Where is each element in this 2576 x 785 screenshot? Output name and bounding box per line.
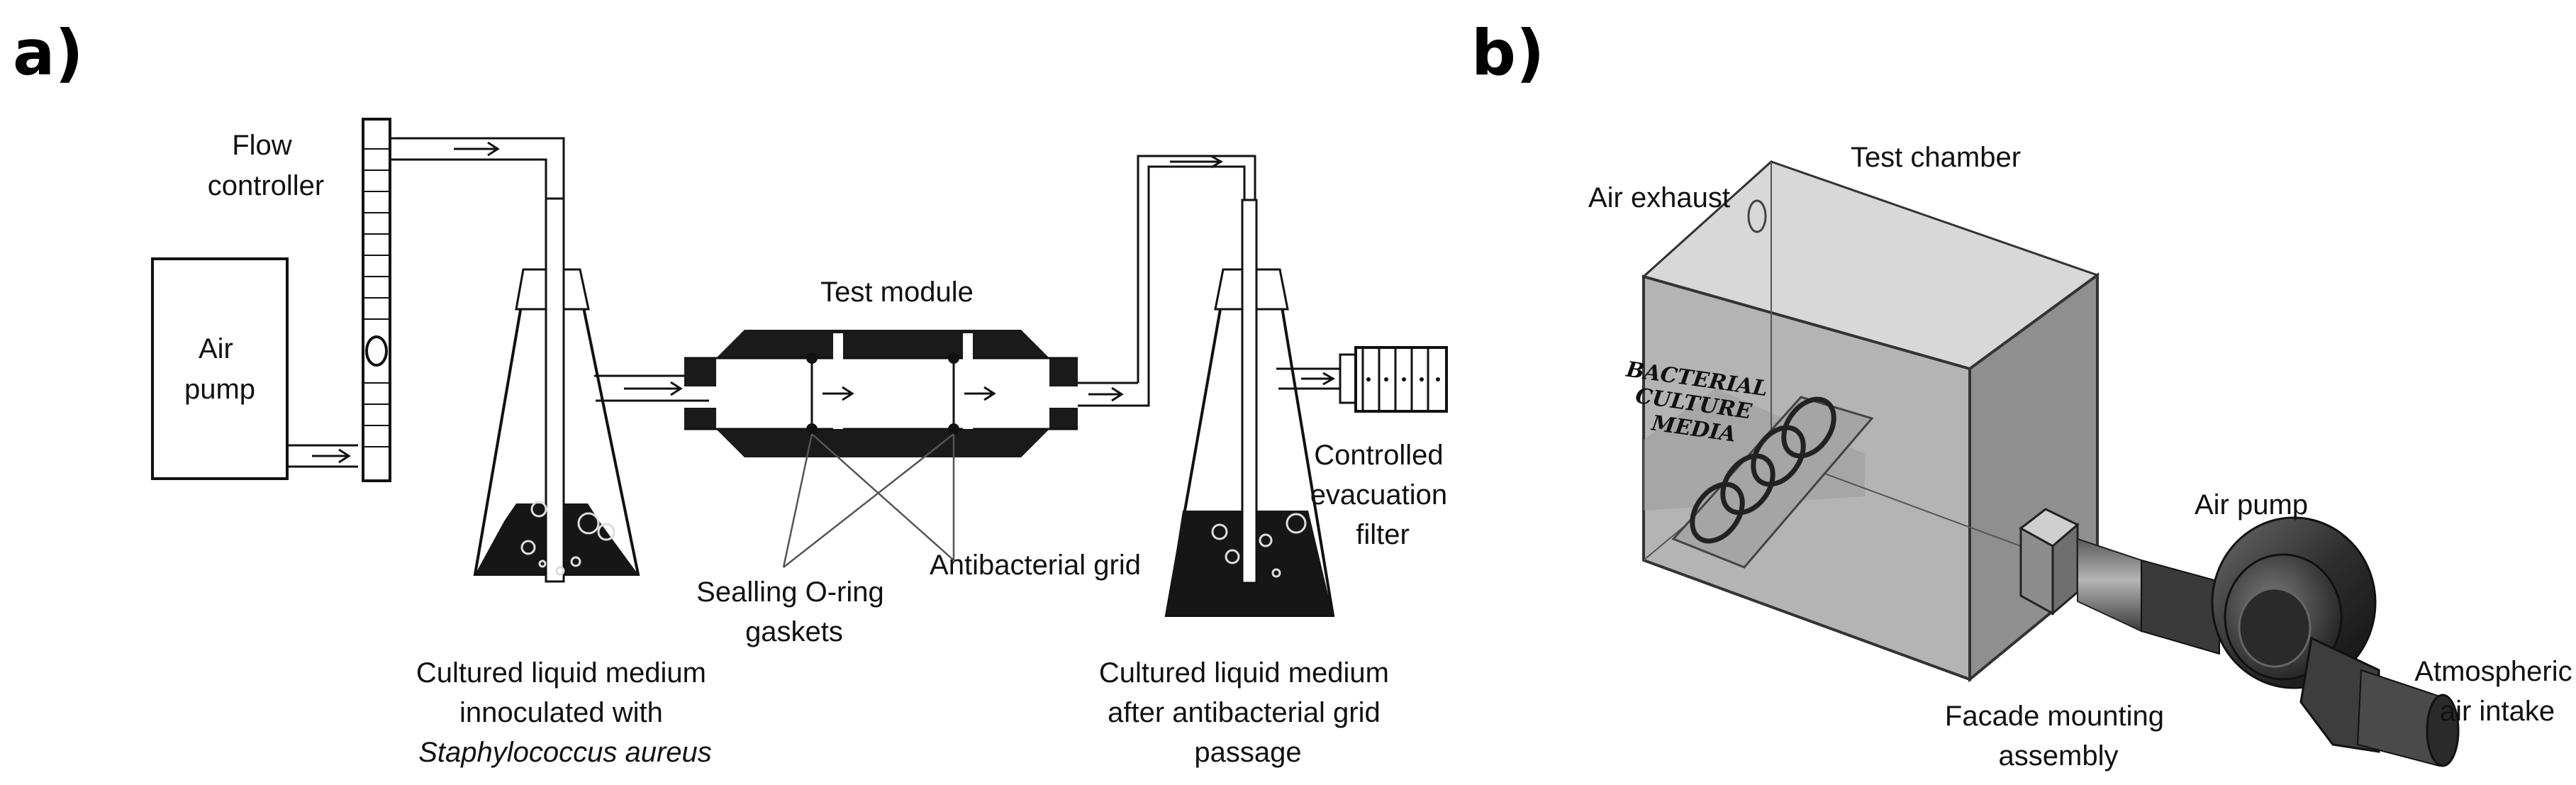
air-exhaust-port-icon (1747, 199, 1767, 233)
svg-text:Cultured liquid medium: Cultured liquid medium after antibacteri… (1099, 657, 1397, 768)
panel-a-tag: a) (13, 16, 84, 89)
flow-controller-scale (364, 148, 389, 447)
medium-right-label-3: passage (1194, 737, 1301, 768)
medium-right-label-2: after antibacterial grid (1108, 697, 1381, 728)
transfer-tube (1131, 155, 1256, 407)
air-pump-3d (2211, 516, 2460, 767)
flow-arrows (823, 386, 996, 401)
air-pump-box: Air pump (151, 257, 289, 480)
svg-text:Flow controller: Flow controller (208, 130, 325, 201)
flow-controller-label-2: controller (208, 170, 325, 201)
antibacterial-grid-lines (810, 358, 955, 429)
panel-b-tag: b) (1471, 16, 1544, 89)
flask-right: Cultured liquid medium after antibacteri… (1099, 199, 1397, 768)
facade-label-2: assembly (1999, 740, 2119, 772)
svg-text:Atmospheric air intake: Atmospheric air intake (2414, 656, 2576, 727)
filter-label-1: Controlled (1314, 440, 1443, 471)
evacuation-filter: Controlled evacuation filter (1310, 346, 1456, 550)
panel-b: b) BACTERIAL CULT (1471, 16, 2576, 772)
svg-text:Controlled evacuation: Controlled evacuation filter (1310, 440, 1456, 550)
o-ring-gaskets (806, 352, 959, 435)
air-bubbles-right (1211, 513, 1307, 578)
svg-text:Sealling O-ring gaskets: Sealling O-ring gaskets (696, 577, 892, 647)
flow-controller-label-1: Flow (232, 130, 292, 161)
air-pump-label-2: pump (184, 374, 255, 405)
filter-label-2: evacuation (1310, 479, 1447, 511)
facade-label-1: Facade mounting (1945, 701, 2164, 732)
medium-right-label-1: Cultured liquid medium (1099, 657, 1389, 689)
leader-lines-a (782, 433, 955, 568)
medium-left-label-1: Cultured liquid medium (416, 657, 706, 689)
svg-text:Cultured liquid medium: Cultured liquid medium innoculated with … (416, 657, 714, 768)
air-pump-label-1: Air (199, 333, 233, 364)
flask-left-inlet-rod (545, 197, 565, 583)
test-module-label: Test module (820, 277, 974, 308)
flask-left: Cultured liquid medium innoculated with … (416, 197, 714, 768)
air-bubbles (520, 501, 615, 576)
inlet-tube (390, 137, 565, 206)
atmospheric-label-1: Atmospheric (2414, 656, 2572, 687)
atmospheric-label-2: air intake (2440, 696, 2555, 727)
culture-media: BACTERIAL CULTURE MEDIA (1624, 357, 1874, 569)
test-module: Test module (624, 277, 1138, 457)
air-exhaust-label: Air exhaust (1588, 182, 1730, 213)
medium-left-label-2: innoculated with (459, 697, 663, 728)
antibacterial-grid-label: Antibacterial grid (930, 550, 1141, 581)
flask-right-inlet-rod (1241, 199, 1258, 584)
float-ball-icon (365, 335, 388, 367)
svg-text:Air pump: Air pump (184, 333, 255, 405)
sealing-gaskets-label-2: gaskets (745, 616, 843, 647)
pump-outlet-tube (287, 444, 358, 468)
medium-left-label-3: Staphylococcus aureus (418, 737, 712, 768)
facade-mounting (2019, 508, 2220, 655)
petri-dishes-icon (1690, 396, 1836, 544)
filter-label-3: filter (1356, 519, 1410, 550)
flow-controller: Flow controller (208, 118, 391, 482)
test-chamber-label: Test chamber (1851, 142, 2021, 173)
sealing-gaskets-label-1: Sealling O-ring (696, 577, 884, 608)
air-pump-b-label: Air pump (2195, 489, 2308, 520)
svg-text:Facade mounting assembly: Facade mounting assembly (1945, 701, 2172, 772)
panel-a: a) Air pump (13, 16, 1456, 768)
